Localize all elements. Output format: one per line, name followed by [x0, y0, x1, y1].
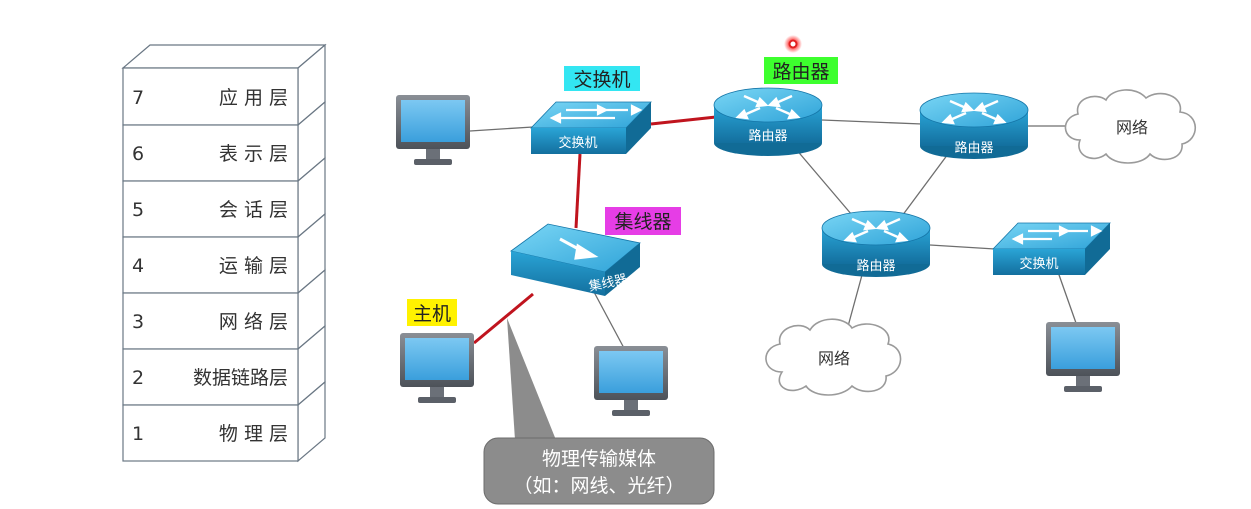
- osi-layer-3-number: 3: [132, 311, 144, 333]
- cloud-bottom: 网络: [765, 318, 902, 396]
- switch-top-label: 交换机: [558, 135, 597, 151]
- osi-layer-6-number: 6: [132, 143, 144, 165]
- osi-layer-2: [122, 348, 299, 406]
- link-pc1-switch: [469, 126, 534, 132]
- osi-layer-5-name: 会 话 层: [219, 199, 288, 221]
- osi-layer-4-number: 4: [132, 255, 144, 277]
- label-switch: 交换机: [564, 66, 640, 91]
- osi-layer-1-name: 物 理 层: [219, 423, 288, 445]
- callout-line-1: 物理传输媒体: [542, 448, 656, 470]
- label-hub: 集线器: [605, 207, 681, 235]
- osi-layer-7-name: 应 用 层: [219, 87, 288, 109]
- router-mid-label: 路由器: [856, 258, 895, 274]
- link-router-router-mid: [794, 147, 853, 216]
- cloud-bottom-label: 网络: [818, 349, 850, 368]
- label-hub-text: 集线器: [614, 211, 671, 233]
- callout-line-2: （如：网线、光纤）: [513, 475, 684, 497]
- switch-right-label: 交换机: [1019, 256, 1058, 272]
- osi-layer-3-name: 网 络 层: [219, 311, 288, 333]
- osi-layer-5: [122, 180, 299, 238]
- link-switch-right-pc: [1057, 271, 1077, 324]
- router-mid: 路由器: [821, 210, 931, 277]
- link-switch-hub: [574, 153, 582, 229]
- link-hub-pc-bottom: [593, 291, 626, 351]
- osi-layer-4: [122, 236, 299, 294]
- label-host-text: 主机: [413, 303, 451, 325]
- router-arrows-icon: [735, 94, 801, 120]
- hub-label: 集线器: [587, 271, 628, 295]
- switch-right: 交换机: [992, 222, 1111, 275]
- router-right: 路由器: [919, 92, 1029, 159]
- router-top-label: 路由器: [748, 128, 787, 144]
- pc-bottom: [594, 346, 668, 416]
- pc-right: [1046, 322, 1120, 392]
- osi-layer-2-number: 2: [132, 367, 144, 389]
- callout-transmission-media: 物理传输媒体 （如：网线、光纤）: [483, 318, 715, 505]
- link-router-right-router-mid: [901, 153, 949, 217]
- osi-layer-1-number: 1: [132, 423, 144, 445]
- hub-arrow-icon: [559, 237, 599, 260]
- cloud-right-label: 网络: [1116, 118, 1148, 137]
- osi-layer-3: [122, 292, 299, 350]
- router-right-arrows-icon: [941, 99, 1007, 125]
- osi-stack-side: [297, 43, 326, 463]
- osi-layer-2-name: 数据链路层: [193, 367, 288, 389]
- osi-layer-7-number: 7: [132, 87, 144, 109]
- link-hub-pc-host: [473, 292, 534, 345]
- pc-topleft: [396, 95, 470, 165]
- osi-layer-4-name: 运 输 层: [219, 255, 288, 277]
- label-router-text: 路由器: [772, 61, 829, 83]
- switch-right-arrows-icon: [1011, 225, 1103, 245]
- link-router-router-right: [821, 119, 923, 125]
- router-mid-arrows-icon: [843, 217, 909, 243]
- label-switch-text: 交换机: [573, 69, 630, 91]
- osi-layer-1: [122, 404, 299, 462]
- hub: 集线器: [510, 223, 641, 296]
- router-right-label: 路由器: [954, 140, 993, 156]
- pc-host: [400, 333, 474, 403]
- osi-layer-6: [122, 124, 299, 182]
- link-switch-router: [650, 115, 717, 126]
- switch-top: 交换机: [530, 101, 652, 154]
- links: [469, 115, 1077, 351]
- label-host: 主机: [407, 299, 457, 326]
- osi-layer-5-number: 5: [132, 199, 144, 221]
- link-router-mid-switch-right: [929, 244, 996, 250]
- link-router-mid-cloud: [846, 274, 863, 331]
- cloud-right: 网络: [1064, 89, 1196, 164]
- label-router: 路由器: [764, 57, 838, 84]
- osi-layer-6-name: 表 示 层: [219, 143, 288, 165]
- switch-arrows-icon: [549, 104, 643, 124]
- osi-stack-top: [121, 44, 327, 69]
- osi-stack: 7 应 用 层 6 表 示 层 5 会 话 层 4 运 输 层 3 网 络 层 …: [121, 43, 327, 463]
- router-top: 路由器: [713, 87, 823, 156]
